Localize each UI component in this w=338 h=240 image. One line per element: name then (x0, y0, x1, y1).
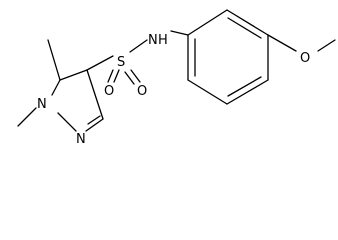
bond-o-methyl (317, 39, 336, 52)
pyrazole-ring (51, 69, 104, 132)
bond-s-o-left-double (113, 69, 120, 83)
bond-c4-s (86, 55, 114, 71)
atom-label-nh-h: H (158, 33, 168, 48)
bond-c3-c4 (86, 69, 104, 120)
atom-label-pyrazole-n1: N (37, 97, 47, 112)
atom-label-sulfonyl-oxygen-left: O (104, 84, 114, 99)
bond-n-aryl (170, 30, 189, 36)
molecule-structure-diagram: N H S O O O N N (17, 9, 336, 147)
atom-label-methoxy-oxygen: O (300, 51, 310, 66)
bond-n2-c3 (85, 118, 104, 132)
bond-s-n (129, 39, 148, 53)
bond-n2-c3-inner (87, 115, 101, 125)
bond-s-o-right-double (124, 71, 135, 85)
bond-c5-methyl (47, 39, 61, 81)
bond-ar4-ar5-inner (227, 76, 262, 97)
bond-ar3-o (267, 34, 297, 52)
bond-ar5-ar6 (187, 79, 228, 105)
bond-s-o-right (130, 69, 141, 83)
atom-label-pyrazole-n2: N (76, 132, 86, 147)
bond-n1-methyl (17, 107, 37, 127)
bond-n1-n2 (57, 112, 77, 132)
atom-label-sulfonyl-oxygen-right: O (137, 84, 147, 99)
atom-label-nh-n: N (148, 33, 158, 48)
atom-label-sulfur: S (117, 55, 125, 70)
bond-ar4-ar5 (226, 79, 269, 105)
benzene-ring (187, 9, 269, 105)
bond-c5-c4 (59, 69, 88, 81)
bond-ar1-ar2 (187, 9, 228, 36)
bond-s-o-left (107, 69, 114, 83)
bond-ar2-ar3 (226, 9, 269, 36)
bond-ar2-ar3-inner (227, 17, 262, 39)
bond-c5-n1 (51, 79, 61, 96)
